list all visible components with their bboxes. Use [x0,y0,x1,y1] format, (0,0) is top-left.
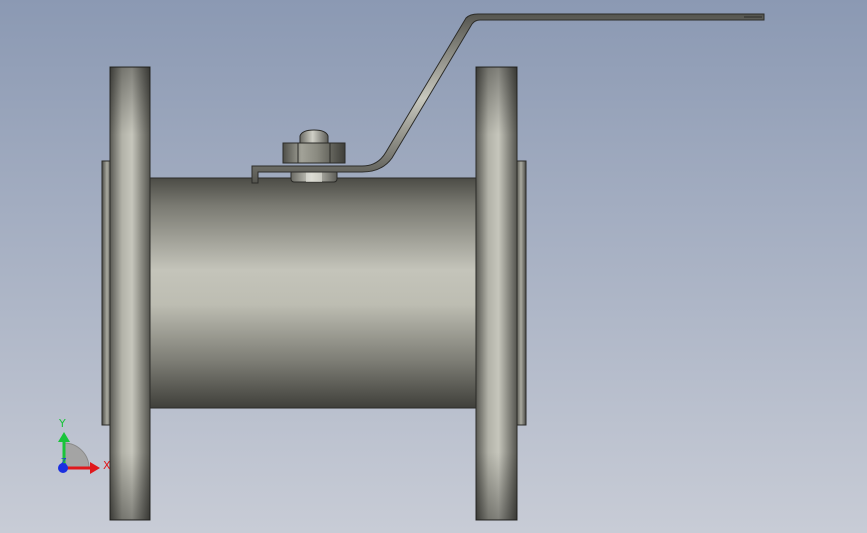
valve-handle [251,13,765,184]
right-flange [475,66,518,521]
stem-cap [299,129,329,144]
triad-z-label: Z [61,457,67,466]
stem-nut [282,142,346,164]
left-flange [109,66,151,521]
triad-y-label: Y [58,417,66,430]
x-axis-arrow [64,462,100,474]
ball-valve-model[interactable] [101,13,765,521]
z-axis-dot [58,463,68,473]
triad-x-label: X [103,459,111,472]
valve-body [149,177,478,409]
axis-triad: Y X Z [58,417,111,474]
